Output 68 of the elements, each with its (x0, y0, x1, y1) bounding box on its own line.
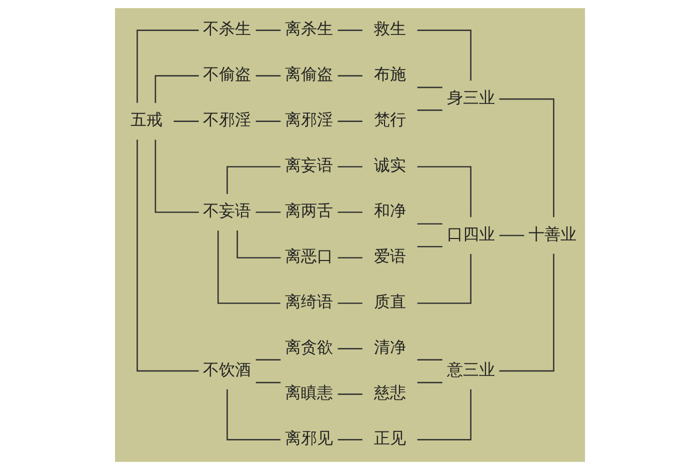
connector (136, 30, 199, 103)
node-text: 质直 (374, 292, 406, 312)
node-text: 布施 (374, 64, 406, 84)
node-text: 救生 (374, 19, 406, 38)
connector (417, 359, 442, 360)
node-text: 正见 (374, 428, 406, 448)
node-text: 离两舌 (285, 201, 334, 220)
connector (338, 166, 362, 168)
connector (256, 382, 281, 384)
connector (417, 254, 472, 304)
connector (174, 120, 199, 122)
node-text: 爱语 (374, 246, 406, 266)
connector (217, 230, 280, 304)
connector (338, 212, 362, 213)
node-text: 离偷盗 (285, 64, 334, 84)
node-text: 离绮语 (285, 292, 334, 312)
connector (154, 75, 199, 104)
connector (338, 30, 362, 31)
connector (256, 359, 281, 360)
node-text: 不杀生 (203, 19, 252, 38)
node-text: 五戒 (130, 110, 162, 130)
node-text: 身三业 (446, 88, 495, 107)
node-text: 离妄语 (285, 156, 334, 175)
connector (338, 75, 362, 76)
connector (338, 348, 362, 350)
connector (154, 140, 199, 213)
node-text: 慈悲 (374, 383, 406, 402)
node-text: 和净 (374, 201, 406, 220)
connector (236, 230, 281, 258)
node-text: 不偷盗 (203, 64, 252, 84)
node-text: 口四业 (446, 224, 495, 244)
connector (338, 302, 362, 304)
connector (499, 98, 554, 218)
connector (338, 257, 362, 258)
connector (338, 439, 362, 440)
connector (338, 394, 362, 395)
connector (499, 254, 554, 372)
node-text: 诚实 (374, 156, 406, 175)
connector (136, 140, 199, 372)
node-text: 十善业 (528, 224, 577, 244)
connector (417, 389, 472, 440)
connector (417, 166, 472, 218)
node-text: 离邪见 (285, 428, 334, 448)
connector (417, 223, 442, 225)
node-text: 不饮酒 (203, 360, 252, 379)
connector (417, 246, 442, 248)
node-text: 不邪淫 (203, 110, 252, 130)
connector (338, 120, 362, 122)
connector (417, 110, 442, 111)
node-text: 意三业 (446, 360, 495, 379)
node-text: 清净 (374, 338, 406, 357)
node-text: 离杀生 (285, 19, 334, 38)
connector (499, 234, 524, 236)
connector (417, 86, 442, 88)
connector (417, 30, 472, 81)
connector (256, 120, 281, 122)
node-text: 离恶口 (285, 246, 334, 266)
connector (256, 30, 281, 31)
connector (226, 389, 280, 440)
node-text: 离邪淫 (285, 110, 334, 130)
node-text: 离贪欲 (285, 338, 334, 357)
connector (256, 212, 281, 213)
connector (417, 382, 442, 384)
node-text: 不妄语 (203, 201, 252, 220)
connector (256, 75, 281, 76)
connector (226, 166, 280, 194)
node-text: 离瞋恚 (285, 383, 334, 402)
node-text: 梵行 (374, 110, 406, 130)
